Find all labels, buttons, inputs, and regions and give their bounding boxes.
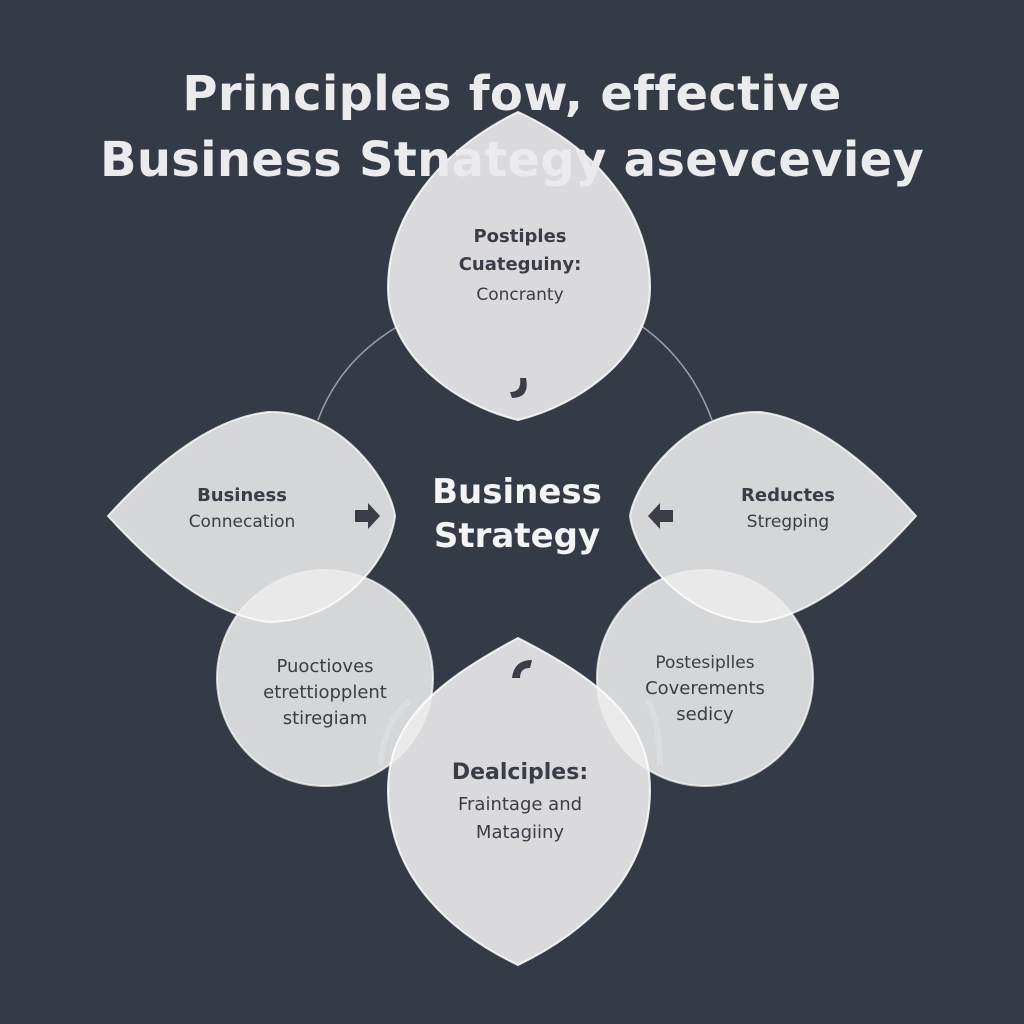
node-right-label: Reductes Stregping [708,483,868,535]
node-bottom-right-label-line-3: sedicy [676,704,734,725]
node-bottom-right-label-line-1: Postesiplles [655,653,755,673]
node-bottom-label-line-2: Fraintage and [457,794,583,815]
diagram-title-line-1: Principles fow, effective [182,66,842,122]
node-top-shape [386,110,652,422]
node-bottom-label-line-3: Matagiiny [475,822,565,843]
node-left-label-line-1: Business [197,485,287,506]
center-label-line-2: Strategy [433,516,601,556]
node-top-label-line-3: Concranty [476,285,564,305]
node-bottom-left-label-line-1: Puoctioves [276,656,374,677]
node-top-label: Postiples Cuateguiny: Concranty [420,224,620,308]
node-bottom-label: Dealciples: Fraintage and Matagiiny [410,758,630,846]
node-right-label-line-2: Stregping [746,512,830,532]
connector-arc-top-right [639,324,713,421]
diagram-title-line-2: Business Stnategy asevceviey [99,132,925,188]
node-top-label-line-1: Postiples [473,226,567,247]
arrow-right-icon [355,503,380,529]
node-left-label-line-2: Connecation [188,512,296,532]
center-label-line-1: Business [432,472,602,512]
node-bottom-left-label: Puoctioves etrettiopplent stiregiam [230,654,420,732]
node-right-shape [628,410,918,624]
curl-arrow-icon [510,378,527,398]
connector-arc-top-left [317,324,401,421]
node-left-label: Business Connecation [162,483,322,535]
node-top-label-line-2: Cuateguiny: [458,254,582,275]
node-bottom-right-label: Postesiplles Coverements sedicy [610,650,800,728]
node-bottom-label-line-1: Dealciples: [451,760,589,785]
curl-arrow-up-icon [512,660,532,678]
node-bottom-right-label-line-2: Coverements [645,678,765,699]
node-bottom-shape [386,636,652,967]
center-label: Business Strategy [412,470,622,558]
arrow-left-icon [648,503,673,529]
node-left-shape [106,410,397,624]
node-bottom-left-label-line-2: etrettiopplent [263,682,387,703]
node-right-label-line-1: Reductes [741,485,835,506]
node-bottom-left-label-line-3: stiregiam [282,708,368,729]
